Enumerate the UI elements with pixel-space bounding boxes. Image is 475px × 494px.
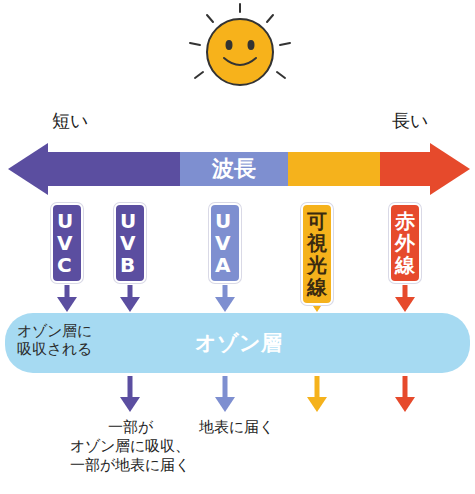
down-arrow: [215, 285, 235, 312]
arrow-head: [215, 297, 235, 312]
wave-type-box: 赤外線: [389, 203, 421, 283]
arrow-shaft: [128, 285, 133, 299]
segment-visible: [288, 152, 381, 186]
scale-long: 長い: [380, 110, 440, 133]
wave-type-label: UVC: [57, 210, 77, 276]
wave-type-box: UVA: [209, 203, 241, 283]
down-arrow: [120, 285, 140, 312]
segment-uva: [180, 152, 289, 186]
arrow-shaft: [65, 285, 70, 299]
segment-infrared: [380, 152, 431, 186]
arrow-head-right: [430, 143, 470, 195]
wave-type-label: 可視光線: [307, 210, 327, 298]
lower-arrows: [120, 376, 415, 412]
band-label: 波長: [212, 154, 256, 184]
uvb-note: 一部が オゾン層に吸収、 一部が地表に届く: [62, 418, 198, 474]
arrow-head-left: [8, 143, 48, 195]
wave-type-label: 赤外線: [395, 210, 415, 276]
segment-uvc-uvb: [47, 152, 181, 186]
wave-type-label: UVB: [120, 210, 140, 276]
uva-note: 地表に届く: [194, 418, 278, 437]
sun: [207, 19, 273, 85]
arrow-head: [57, 297, 77, 312]
wavelength-band: 波長: [8, 143, 470, 195]
ozone-label: オゾン層: [195, 329, 282, 357]
ozone-note: オゾン層に 吸収される: [17, 322, 109, 358]
ozone-band: オゾン層に 吸収される オゾン層: [5, 313, 470, 373]
down-arrow: [57, 285, 77, 312]
down-arrow: [395, 285, 415, 312]
arrow-shaft: [223, 285, 228, 299]
arrow-head: [395, 297, 415, 312]
scale-short: 短い: [40, 110, 100, 133]
arrow-head: [120, 297, 140, 312]
sun-face: [224, 41, 256, 65]
wave-type-box: UVC: [51, 203, 83, 283]
wave-type-box: 可視光線: [301, 203, 333, 305]
wave-type-box: UVB: [114, 203, 146, 283]
arrow-shaft: [403, 285, 408, 299]
wave-type-label: UVA: [215, 210, 235, 276]
